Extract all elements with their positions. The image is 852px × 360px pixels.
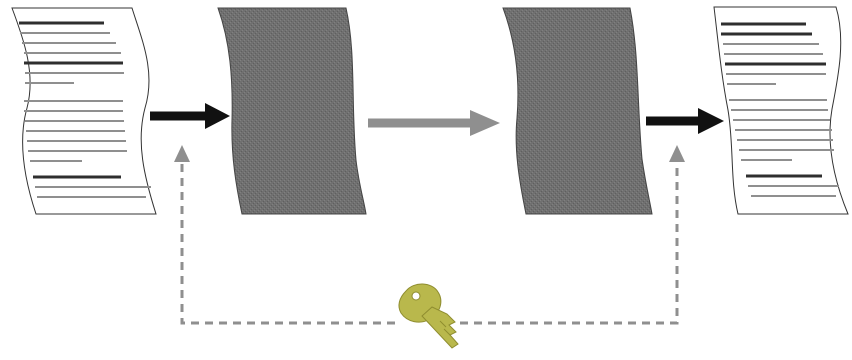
arrow-head <box>698 108 724 134</box>
key-shank <box>421 306 459 349</box>
key-paths <box>174 145 685 325</box>
dashed-arrow-head-left <box>174 145 190 162</box>
ciphertext-block-right <box>502 7 653 215</box>
arrow-head <box>470 110 500 136</box>
ciphertext-shape <box>502 7 653 215</box>
decrypt-arrow <box>646 108 724 134</box>
ciphertext-shape <box>217 7 367 215</box>
key-icon <box>398 283 459 349</box>
dashed-key-line-left <box>180 150 395 325</box>
key-notch <box>439 320 451 336</box>
dashed-arrow-head-right <box>669 145 685 162</box>
encrypt-arrow <box>150 103 230 129</box>
transmission-arrow <box>368 110 500 136</box>
ciphertext-block-left <box>217 7 367 215</box>
key-hole <box>411 291 421 301</box>
document-text-lines <box>19 21 151 198</box>
arrow-head <box>205 103 230 129</box>
plaintext-document-left <box>11 7 157 215</box>
document-text-lines <box>721 22 839 197</box>
dashed-key-line-right <box>460 150 679 325</box>
plaintext-document-right <box>713 6 849 215</box>
